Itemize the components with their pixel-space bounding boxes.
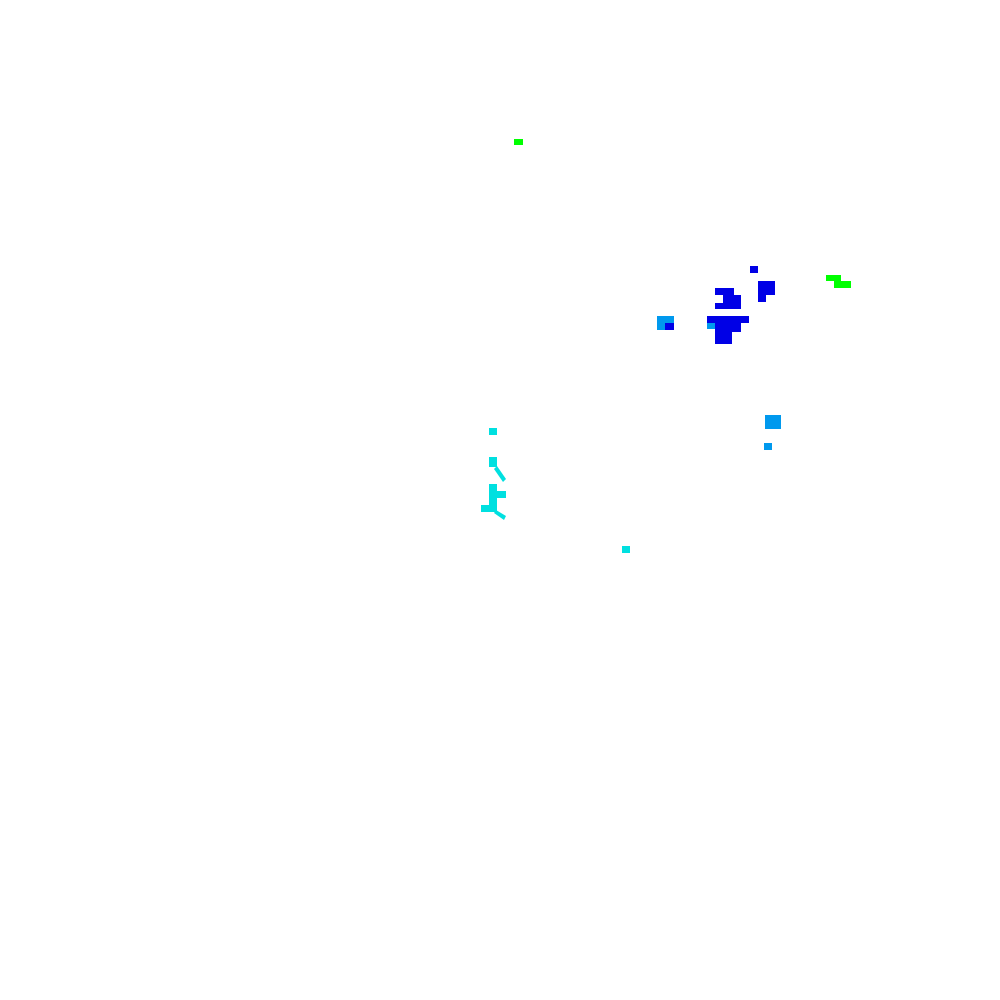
cyan-cluster-pixel-block [489,484,497,492]
green-cluster-pixel-block [834,281,851,288]
green-cluster-pixel-block [826,275,841,281]
blue-cluster-pixel-block [723,295,741,303]
blue-cluster-pixel-block [665,323,674,330]
cyan-cluster [481,428,506,520]
blue-cluster-pixel-block [715,303,741,309]
green-speck [514,139,523,145]
blue-cluster-pixel-block [758,281,775,295]
green-cluster [826,275,851,288]
cyan-cluster-pixel-block [489,491,506,498]
blue-cluster [665,266,775,344]
sky-cluster-upper-pixel-block [707,323,715,329]
sky-cluster-upper-pixel-block [657,323,665,330]
cyan-cluster-streak [494,466,506,482]
blue-cluster-pixel-block [715,332,732,344]
cyan-cluster-pixel-block [489,457,497,467]
sky-cluster-lower-pixel-block [765,415,781,429]
blue-cluster-pixel-block [715,288,734,295]
cyan-cluster-pixel-block [481,505,497,512]
cyan-speck [622,546,630,553]
blue-cluster-pixel-block [707,316,749,323]
sky-cluster-upper-pixel-block [657,316,674,323]
pixel-clusters [481,139,851,553]
blue-cluster-pixel-block [758,295,766,302]
cyan-cluster-pixel-block [489,498,497,505]
blue-cluster-pixel-block [750,266,758,273]
sky-cluster-upper [657,316,715,330]
sky-cluster-lower-pixel-block [764,443,772,450]
cyan-cluster-pixel-block [489,428,497,435]
sky-cluster-lower [764,415,781,450]
blue-cluster-pixel-block [715,323,741,332]
cyan-speck-pixel-block [622,546,630,553]
green-speck-pixel-block [514,139,523,145]
cyan-cluster-streak [494,510,506,520]
